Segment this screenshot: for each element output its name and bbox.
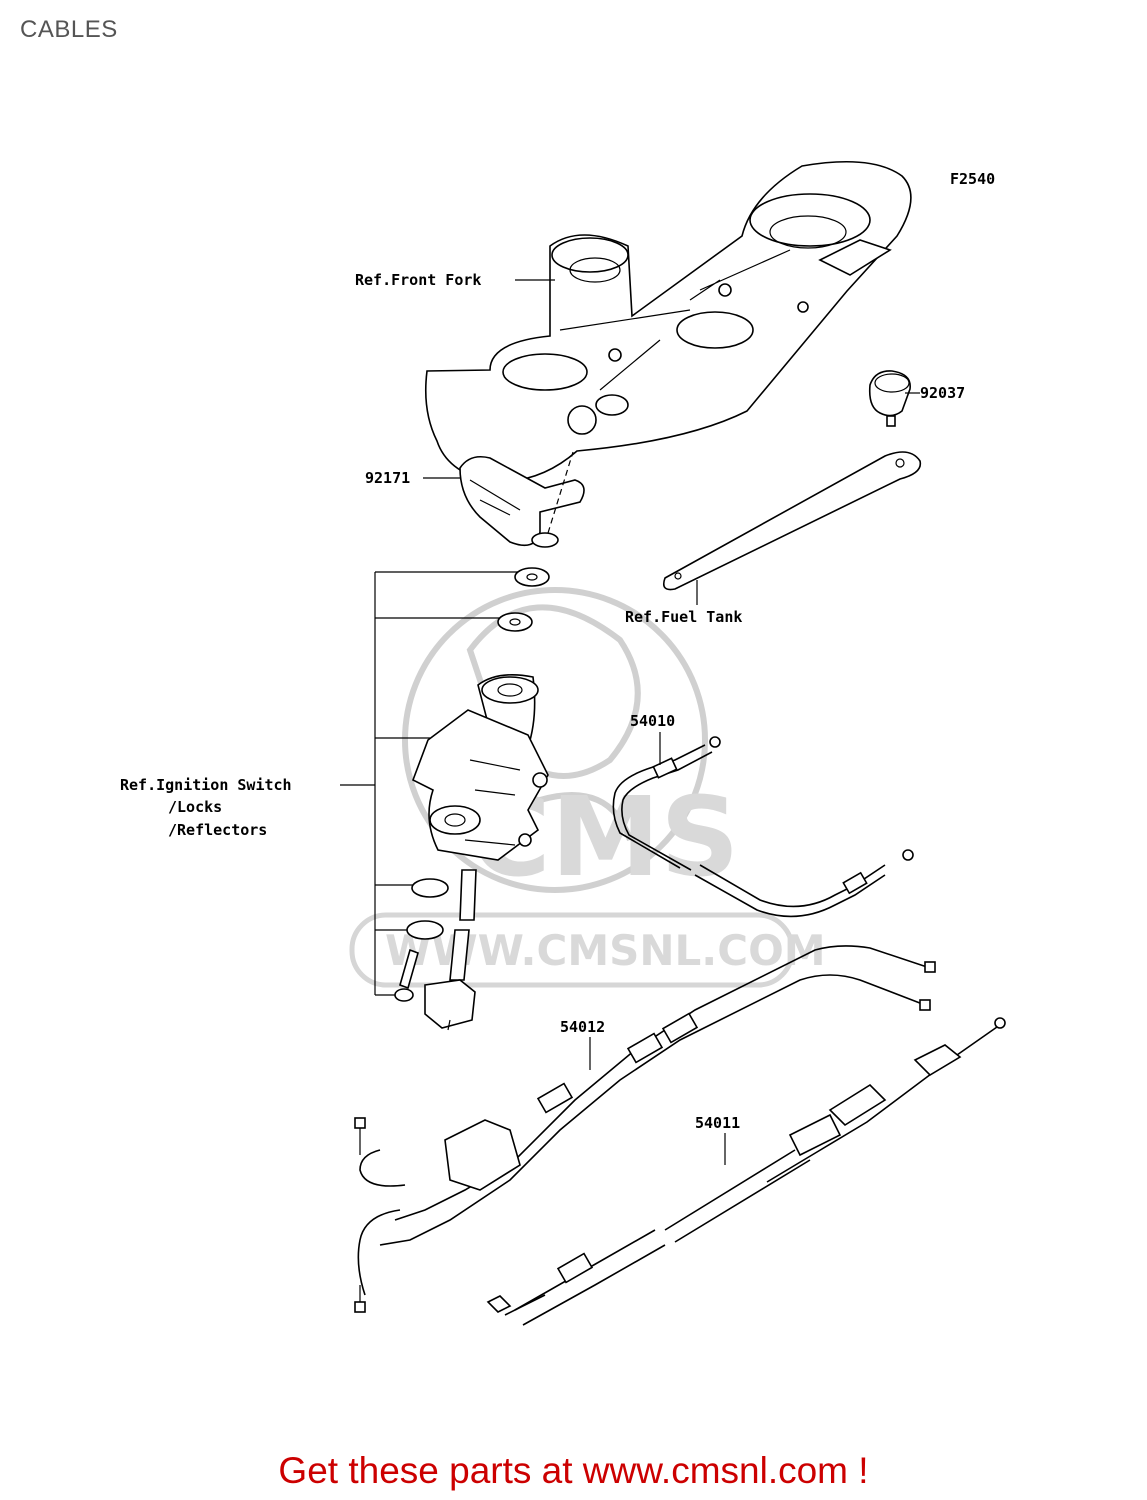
bolt — [394, 948, 419, 1002]
washer-4 — [406, 920, 444, 940]
cable-54010 — [612, 736, 914, 918]
label-54012: 54012 — [560, 1018, 605, 1036]
part-92171-bracket — [459, 455, 585, 548]
page-title: CABLES — [20, 16, 118, 43]
label-92037: 92037 — [920, 384, 965, 402]
ignition-switch-body — [411, 674, 549, 861]
washer-1 — [514, 567, 550, 587]
label-92171: 92171 — [365, 469, 410, 487]
steering-stem-head — [424, 160, 912, 483]
washer-3 — [411, 878, 449, 898]
figure-code: F2540 — [950, 170, 995, 188]
cable-54011 — [486, 1017, 1006, 1326]
fuel-tank-stay — [662, 451, 922, 591]
promo-banner[interactable]: Get these parts at www.cmsnl.com ! — [0, 1450, 1147, 1492]
promo-text[interactable]: Get these parts at www.cmsnl.com ! — [278, 1450, 869, 1491]
ignition-group-bracket — [340, 571, 520, 996]
part-92037-clamp — [868, 370, 911, 427]
label-ignition-switch: Ref.Ignition Switch — [120, 776, 292, 794]
cable-54012 — [354, 945, 936, 1313]
label-54011: 54011 — [695, 1114, 740, 1132]
label-front-fork: Ref.Front Fork — [355, 271, 481, 289]
label-fuel-tank: Ref.Fuel Tank — [625, 608, 742, 626]
label-ignition-locks: /Locks — [168, 798, 222, 816]
ignition-wiring — [424, 869, 477, 1031]
label-ignition-reflectors: /Reflectors — [168, 821, 267, 839]
washer-2 — [497, 612, 533, 632]
parts-diagram: CMS WWW.CMSNL.COM F2540 Ref.Front Fork 9… — [120, 160, 1006, 1326]
label-54010: 54010 — [630, 712, 675, 730]
